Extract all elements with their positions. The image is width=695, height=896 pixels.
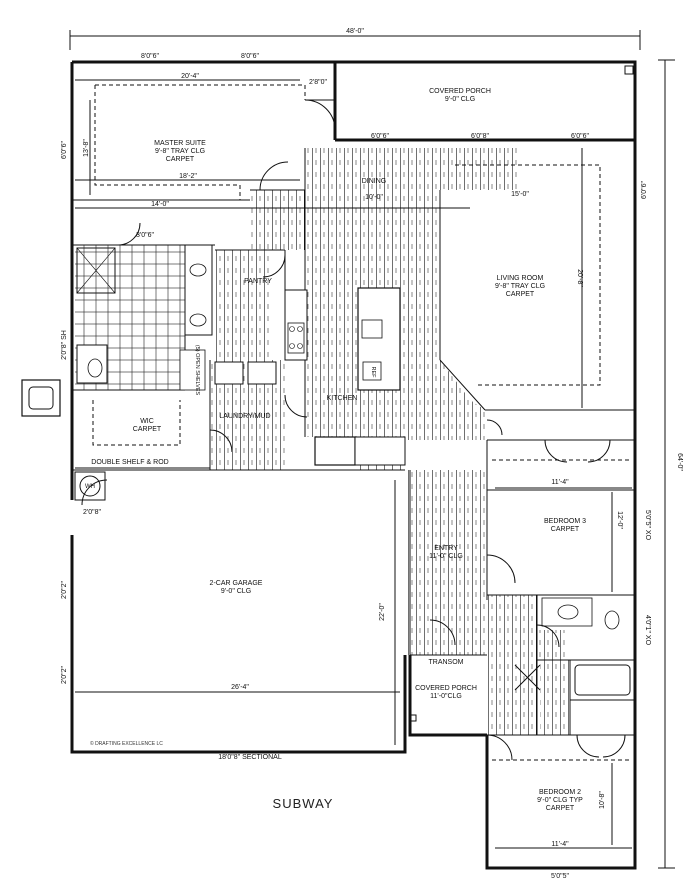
ac-unit <box>21 379 61 417</box>
dim-master-inner: 18'-2" <box>179 173 197 180</box>
rear-porch-name: COVERED PORCH <box>429 88 491 95</box>
master-suite-floor: CARPET <box>166 156 195 163</box>
living-room-ceiling: 9'-8" TRAY CLG <box>495 283 545 290</box>
bedroom3-name: BEDROOM 3 <box>544 518 586 525</box>
tray-ceiling-lines <box>92 84 632 761</box>
front-porch-name: COVERED PORCH <box>415 685 477 692</box>
exterior-walls <box>70 60 637 870</box>
interior-walls <box>72 148 635 736</box>
refrigerator-icon <box>314 436 356 466</box>
drawing-title: SUBWAY <box>273 796 334 811</box>
bedroom3-floor: CARPET <box>551 526 580 533</box>
post-icon <box>624 65 634 75</box>
dim-garage-left2: 2'0"2" <box>61 665 68 684</box>
doors <box>81 99 626 761</box>
bedroom2-ceiling: 9'-0" CLG TYP <box>537 797 583 804</box>
kitchen-fixtures <box>284 287 406 466</box>
dim-bed2-bottom: 5'0"5" <box>551 873 570 880</box>
wic-floor: CARPET <box>133 426 162 433</box>
washer-icon <box>214 361 244 385</box>
dim-garage-left1: 2'0"2" <box>61 580 68 599</box>
toilet-icon <box>87 358 103 378</box>
toilet-icon <box>604 610 620 630</box>
bathtub-icon <box>574 664 631 696</box>
dim-right-6: 6'0"6" <box>641 180 648 199</box>
garage-ceiling: 9'-0" CLG <box>221 588 251 595</box>
dim-top-left-win2: 8'0"6" <box>241 53 260 60</box>
bath-fixtures <box>76 244 213 391</box>
overall-dimensions: 48'-0" 64'-0" <box>69 28 683 869</box>
living-room-name: LIVING ROOM <box>497 275 544 282</box>
kitchen-name: KITCHEN <box>327 395 358 402</box>
bedroom2-name: BEDROOM 2 <box>539 789 581 796</box>
dimension-labels: 8'0"6" 8'0"6" 20'-4" 2'8"0" 13'-8" 18'-2… <box>61 53 651 880</box>
transom-label: TRANSOM <box>429 659 464 666</box>
dim-master-door: 2'8"0" <box>309 79 328 86</box>
dim-master-depth: 13'-8" <box>83 139 90 157</box>
garage-door-label: 18'0"8" SECTIONAL <box>218 754 282 761</box>
dim-master-width: 20'-4" <box>181 73 199 80</box>
dim-living-win2: 6'0"8" <box>471 133 490 140</box>
sink-icon <box>361 319 383 339</box>
dishwasher-icon <box>362 361 382 381</box>
dim-master-14: 14'-0" <box>151 201 169 208</box>
garage-name: 2-CAR GARAGE <box>210 580 263 587</box>
dim-left-bath: 2'0"8" SH <box>61 330 68 360</box>
wic-name: WIC <box>140 418 154 425</box>
credit-text: © DRAFTING EXCELLENCE LC <box>90 740 163 747</box>
overall-depth-dim: 64'-0" <box>676 453 683 471</box>
ref-label: REF <box>370 367 376 379</box>
interior-dimension-lines <box>75 79 632 849</box>
dim-living-20: 20'-8" <box>576 269 583 287</box>
dim-bath-door: 3'0"6" <box>136 232 155 239</box>
room-labels: COVERED PORCH 9'-0" CLG MASTER SUITE 9'-… <box>91 88 586 812</box>
dim-living-win1: 6'0"6" <box>371 133 390 140</box>
sink-icon <box>189 263 207 277</box>
rear-porch-ceiling: 9'-0" CLG <box>445 96 475 103</box>
dim-garage-22: 22'-0" <box>379 603 386 621</box>
dim-living-15: 15'-0" <box>511 191 529 198</box>
dim-bed3-width: 11'-4" <box>551 479 569 486</box>
dim-living-win3: 6'0"6" <box>571 133 590 140</box>
dim-bed2-10: 10'-8" <box>599 791 606 809</box>
entry-ceiling: 11'-0" CLG <box>429 553 463 560</box>
dining-name: DINING <box>362 178 387 185</box>
bedroom2-floor: CARPET <box>546 805 575 812</box>
hall-bath-fixtures <box>541 597 631 696</box>
laundry-appliances <box>214 361 277 385</box>
open-shelves-label: (5) OPEN SHELVES <box>194 345 200 396</box>
dining-dim: 10'-0" <box>365 194 383 201</box>
dim-bath-right: 4'0"1" XO <box>644 615 651 646</box>
range-icon <box>287 322 305 354</box>
shower-icon <box>76 247 116 294</box>
pantry-name: PANTRY <box>244 278 272 285</box>
dryer-icon <box>247 361 277 385</box>
overall-width-dim: 48'-0" <box>346 28 364 35</box>
front-porch-ceiling: 11'-0"CLG <box>430 693 462 700</box>
dim-garage-door: 2'0"8" <box>83 509 102 516</box>
dim-left-6: 6'0"6" <box>61 140 68 159</box>
entry-name: ENTRY <box>434 545 458 552</box>
dim-bed3-right: 5'0"5" XO <box>644 510 651 541</box>
sink-icon <box>557 604 579 620</box>
post-icon <box>409 714 417 722</box>
master-suite-name: MASTER SUITE <box>154 140 206 147</box>
dim-top-left-win: 8'0"6" <box>141 53 160 60</box>
master-suite-ceiling: 9'-8" TRAY CLG <box>155 148 205 155</box>
living-room-floor: CARPET <box>506 291 535 298</box>
dim-bed3-12: 12'-0" <box>616 511 623 529</box>
laundry-name: LAUNDRY/MUD <box>219 413 270 420</box>
dim-garage-26: 26'-4" <box>231 684 249 691</box>
dim-bed2-width: 11'-4" <box>551 841 569 848</box>
wic-note: DOUBLE SHELF & ROD <box>91 459 168 466</box>
sink-icon <box>189 313 207 327</box>
